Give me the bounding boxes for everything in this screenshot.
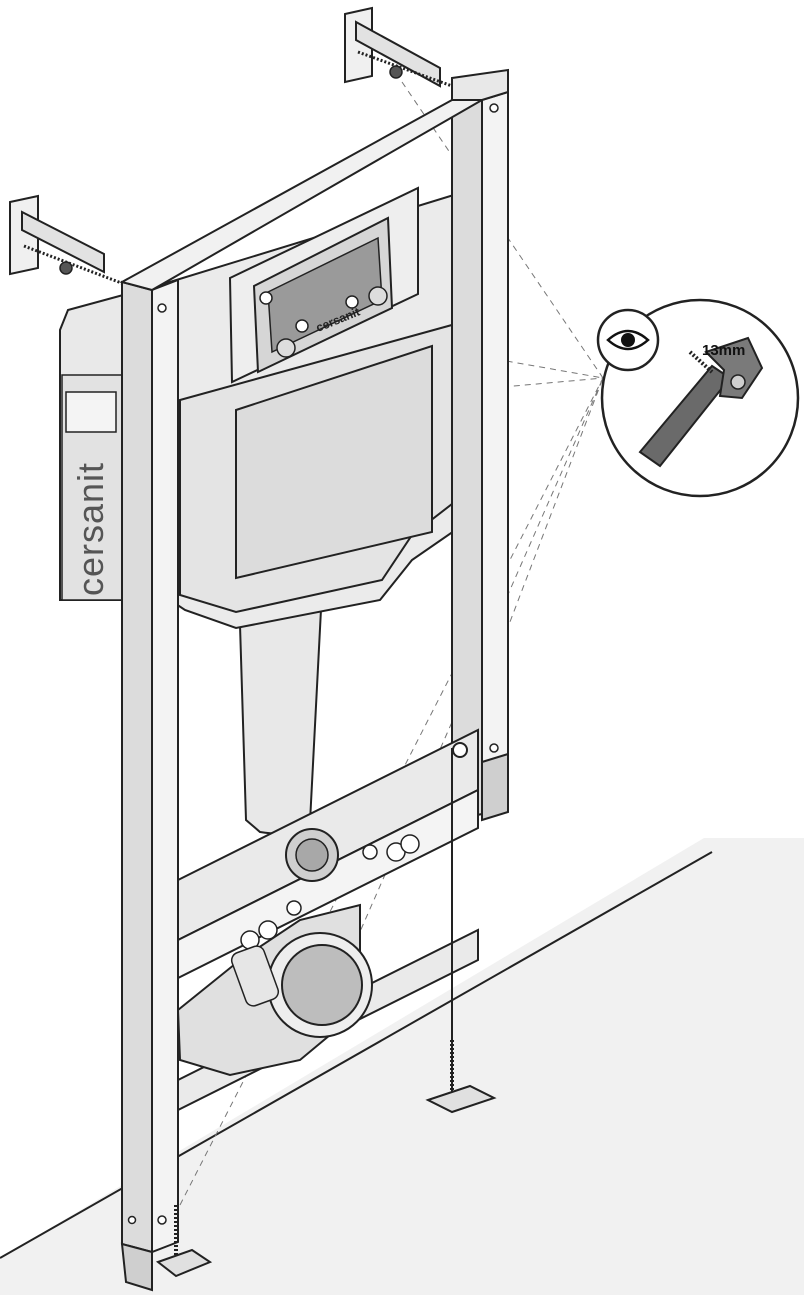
wrench-illustration [638,336,764,468]
wrench-callout: 13mm [596,298,800,498]
eye-icon [596,308,660,372]
flush-pipe [238,588,324,835]
wrench-size-label: 13mm [702,342,745,359]
wall-bracket-top-left [9,194,125,286]
frame-top-rail [119,68,509,292]
foot-right [425,742,497,1114]
flush-plate-mount: cersanit [228,186,419,384]
floor [0,838,804,1295]
tank-brand-label: cersanit [70,462,111,596]
frame-right-upright [451,90,509,822]
drain-outlet [176,903,373,1077]
wall-bracket-top-right [344,6,453,88]
foot-left [155,1205,213,1278]
frame-left-upright [120,278,179,1292]
